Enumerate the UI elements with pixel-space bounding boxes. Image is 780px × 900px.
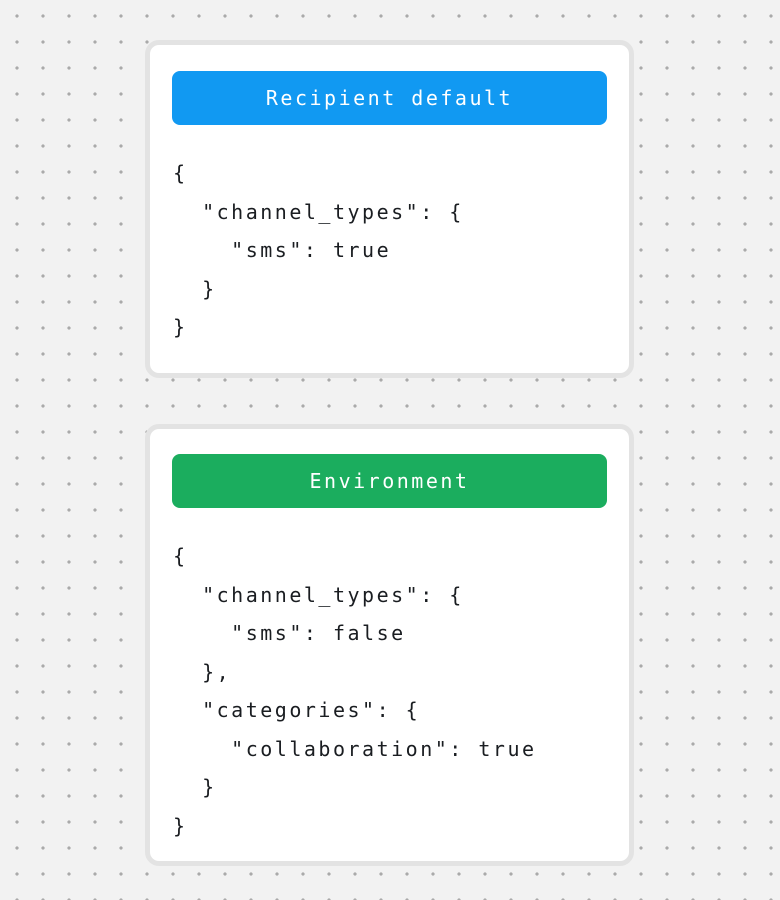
recipient-default-title: Recipient default (265, 86, 514, 110)
recipient-default-card: Recipient default { "channel_types": { "… (145, 40, 634, 378)
environment-title: Environment (309, 469, 470, 493)
environment-header: Environment (172, 454, 607, 508)
recipient-default-header: Recipient default (172, 71, 607, 125)
environment-card: Environment { "channel_types": { "sms": … (145, 424, 634, 866)
recipient-default-json-code: { "channel_types": { "sms": true } } (173, 161, 464, 339)
environment-json-code: { "channel_types": { "sms": false }, "ca… (173, 544, 537, 838)
